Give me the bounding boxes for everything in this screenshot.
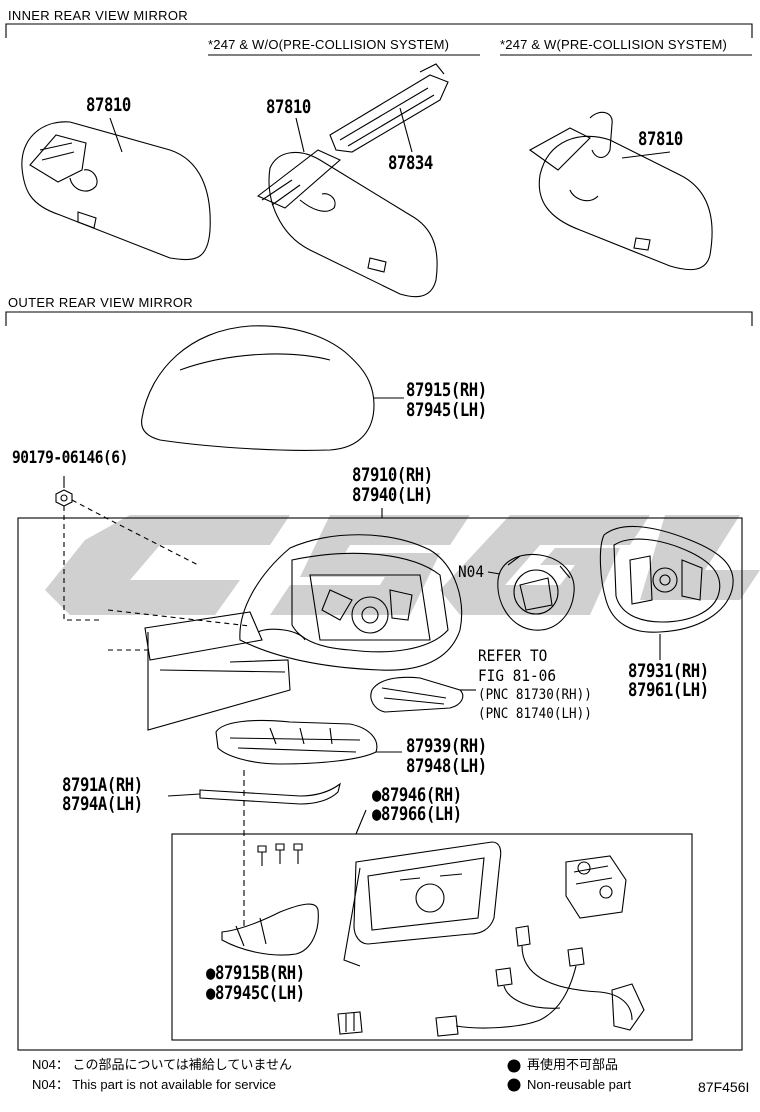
part-87834: 87834 (388, 152, 433, 174)
wire-harness (435, 925, 645, 1037)
mirror-motor (565, 855, 627, 919)
part-87961-lh: 87961(LH) (628, 679, 709, 701)
n04-marker: N04 (458, 562, 485, 581)
lamp-87939 (215, 719, 378, 765)
part-87915-rh: 87915(RH) (406, 379, 487, 401)
clip-part (337, 1011, 363, 1035)
refer-to-line2: FIG 81-06 (478, 666, 557, 685)
part-87915b-rh: ●87915B(RH) (206, 962, 305, 984)
part-87966-lh: ●87966(LH) (372, 803, 462, 825)
non-reusable-bullet-en (507, 1078, 521, 1092)
bolts (257, 843, 303, 866)
part-8794a-lh: 8794A(LH) (62, 793, 143, 815)
refer-to-line1: REFER TO (478, 646, 548, 665)
part-87910-rh: 87910(RH) (352, 464, 433, 486)
inner-mirror-1 (21, 121, 211, 261)
note-n04-japanese: N04： この部品については補給していません (32, 1057, 293, 1072)
part-87810-right: 87810 (638, 128, 683, 150)
part-87940-lh: 87940(LH) (352, 484, 433, 506)
section-outer-title: OUTER REAR VIEW MIRROR (8, 295, 193, 310)
part-87810-middle: 87810 (266, 96, 311, 118)
housing-87931 (599, 525, 734, 633)
condition-with-pcs: *247 & W(PRE-COLLISION SYSTEM) (500, 37, 728, 52)
garnish-8791a (199, 782, 341, 805)
part-87939-rh: 87939(RH) (406, 735, 487, 757)
part-87948-lh: 87948(LH) (406, 755, 487, 777)
figure-code: 87F456I (698, 1079, 750, 1095)
legend-non-reusable-japanese: 再使用不可部品 (527, 1057, 619, 1072)
part-87945c-lh: ●87945C(LH) (206, 982, 305, 1004)
screw-90179 (55, 489, 73, 507)
mirror-assembly (144, 534, 463, 731)
legend-non-reusable-english: Non-reusable part (527, 1077, 632, 1092)
part-87945-lh: 87945(LH) (406, 399, 487, 421)
turn-signal-lamp (370, 676, 464, 713)
refer-to-pnc-lh: (PNC 81740(LH)) (478, 706, 592, 722)
refer-to-pnc-rh: (PNC 81730(RH)) (478, 687, 592, 703)
section-inner-title: INNER REAR VIEW MIRROR (8, 8, 188, 23)
part-90179: 90179-06146(6) (12, 448, 128, 468)
mirror-glass-87946 (343, 841, 502, 967)
part-87810-left: 87810 (86, 94, 131, 116)
bracket-87834 (329, 74, 449, 153)
part-87946-rh: ●87946(RH) (372, 784, 462, 806)
subassembly-frame (171, 833, 693, 1041)
mirror-cover (141, 325, 375, 451)
watermark-logo (45, 515, 760, 615)
inner-mirror-3 (528, 111, 713, 271)
lower-cover-87915b (221, 903, 319, 956)
actuator-n04 (497, 553, 575, 631)
assembly-frame (17, 517, 743, 1051)
part-8791a-rh: 8791A(RH) (62, 774, 143, 796)
part-87931-rh: 87931(RH) (628, 660, 709, 682)
condition-without-pcs: *247 & W/O(PRE-COLLISION SYSTEM) (208, 37, 450, 52)
note-n04-english: N04： This part is not available for serv… (32, 1077, 276, 1092)
non-reusable-bullet-jp (507, 1059, 521, 1073)
inner-mirror-2 (256, 63, 449, 298)
